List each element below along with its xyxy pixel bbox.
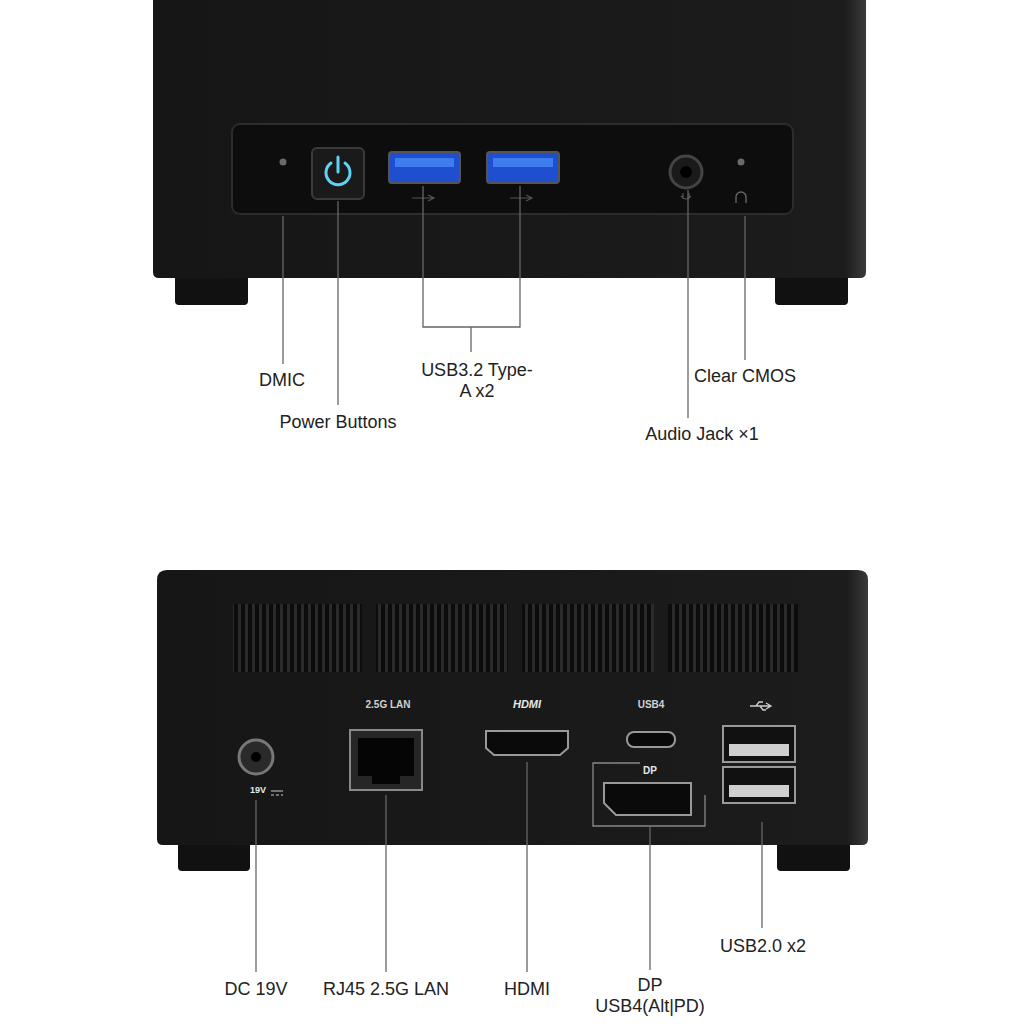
housing [153,0,866,278]
usb-port [395,158,454,167]
callout-label: Power Buttons [279,412,396,433]
usb-port [389,152,460,183]
usb-c-port [627,732,675,747]
vent [522,604,654,672]
vent [233,604,362,672]
rj45-port [358,738,414,784]
front-view [153,0,866,305]
audio-jack [680,166,692,178]
group-bracket [593,763,705,826]
port-marking: DP [643,765,657,777]
usb2-port [723,726,795,762]
power-button [312,148,364,199]
callout-label: RJ45 2.5G LAN [323,979,449,1000]
usb2-port [729,785,789,797]
dc-symbol [271,791,283,795]
housing [157,570,868,845]
callout-label: USB3.2 Type-A x2 [417,360,537,402]
callout-label: HDMI [504,979,550,1000]
callout-label: Clear CMOS [694,366,796,387]
usb2-port [723,767,795,803]
port-marking: HDMI [513,698,541,711]
hdmi-port [486,731,568,755]
dp-port [604,783,691,815]
port-marking: USB4 [638,699,665,711]
callout-label: DC 19V [224,979,287,1000]
vent [376,604,508,672]
callout-label: DP USB4(Alt|PD) [585,975,715,1017]
vent [668,604,798,672]
leader-lines [256,762,762,972]
usb-logo [510,195,532,201]
clear-cmos-hole [738,159,745,166]
callout-label: USB2.0 x2 [720,936,806,957]
headphone-icon [736,192,746,203]
audio-jack [670,156,702,188]
rj45-port [350,730,422,790]
mic-icon [681,193,691,199]
power-icon [337,157,340,172]
callout-label: Audio Jack ×1 [645,424,759,445]
front-panel [232,124,793,214]
usb2-port [729,744,789,756]
dc-jack [251,752,261,762]
port-marking: 2.5G LAN [365,699,410,711]
usb-port [487,152,559,183]
leader-lines [283,186,745,418]
callout-label: DMIC [259,370,305,391]
port-marking: 19V [250,785,266,796]
usb-port [493,158,553,167]
usb-icon [750,702,771,710]
dmic-hole [280,159,287,166]
dc-jack [239,740,273,774]
